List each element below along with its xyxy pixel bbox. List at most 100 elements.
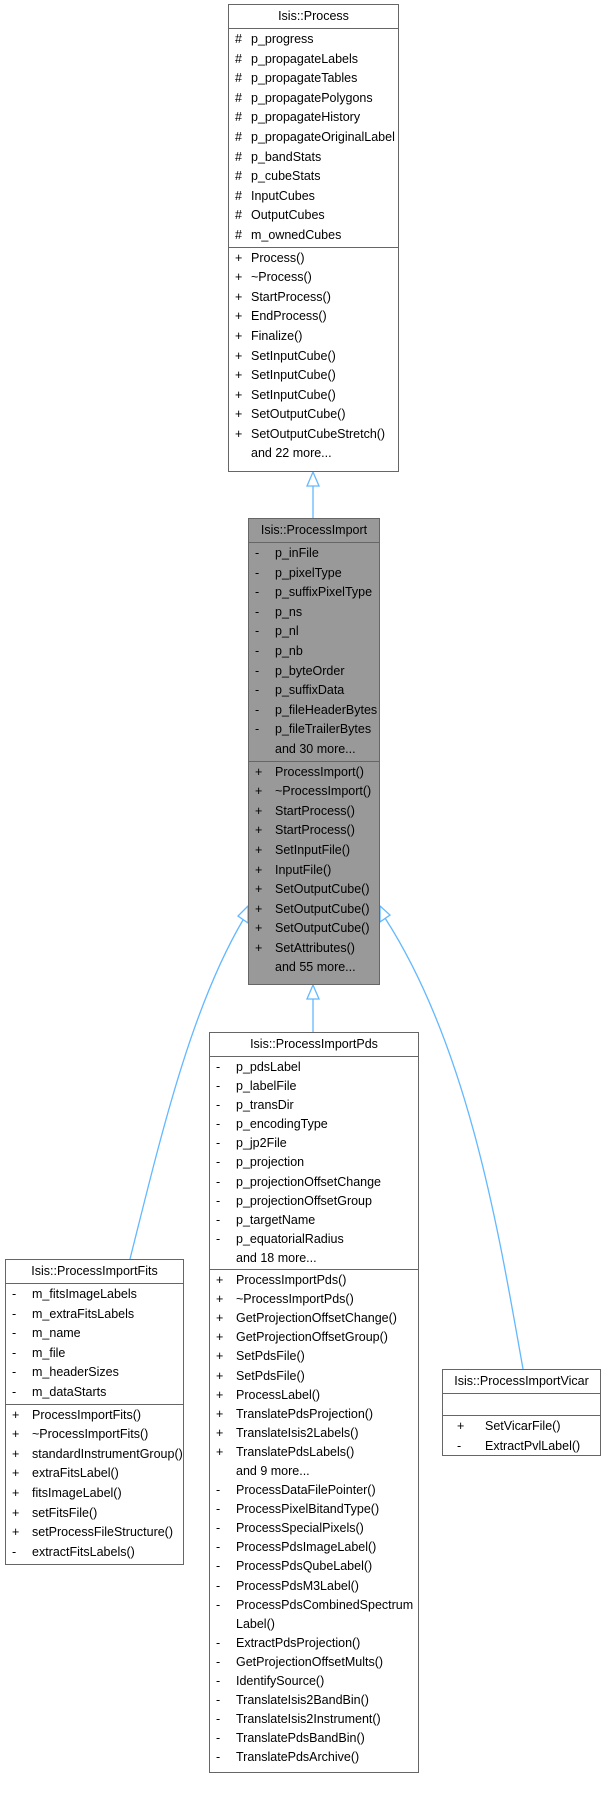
method-item[interactable]: +TranslatePdsProjection()	[210, 1405, 418, 1424]
method-item[interactable]: +~Process()	[229, 268, 398, 288]
attribute-item[interactable]: -p_labelFile	[210, 1077, 418, 1096]
attribute-item[interactable]: and 18 more...	[210, 1249, 418, 1268]
method-item[interactable]: +~ProcessImportPds()	[210, 1290, 418, 1309]
class-title[interactable]: Isis::Process	[229, 5, 398, 29]
method-item[interactable]: +fitsImageLabel()	[6, 1484, 183, 1504]
attribute-item[interactable]: -p_transDir	[210, 1096, 418, 1115]
class-box-import[interactable]: Isis::ProcessImport-p_inFile-p_pixelType…	[248, 518, 380, 985]
method-item[interactable]: +ProcessImportPds()	[210, 1271, 418, 1290]
method-item[interactable]: -ProcessPdsM3Label()	[210, 1577, 418, 1596]
method-item[interactable]: +~ProcessImport()	[249, 782, 379, 802]
attribute-item[interactable]: -p_suffixData	[249, 681, 379, 701]
attribute-item[interactable]: -p_targetName	[210, 1211, 418, 1230]
method-item[interactable]: +Finalize()	[229, 327, 398, 347]
method-item[interactable]: -ProcessPixelBitandType()	[210, 1500, 418, 1519]
class-box-pds[interactable]: Isis::ProcessImportPds-p_pdsLabel-p_labe…	[209, 1032, 419, 1773]
class-box-process[interactable]: Isis::Process#p_progress#p_propagateLabe…	[228, 4, 399, 472]
method-item[interactable]: +extraFitsLabel()	[6, 1464, 183, 1484]
method-item[interactable]: +SetPdsFile()	[210, 1347, 418, 1366]
method-item[interactable]: +TranslatePdsLabels()	[210, 1443, 418, 1462]
method-item[interactable]: -ProcessDataFilePointer()	[210, 1481, 418, 1500]
method-item[interactable]: +SetOutputCube()	[229, 405, 398, 425]
method-item[interactable]: +SetOutputCubeStretch()	[229, 425, 398, 445]
method-item[interactable]: -TranslatePdsArchive()	[210, 1748, 418, 1767]
method-item[interactable]: -ProcessPdsCombinedSpectrum Label()	[210, 1596, 418, 1634]
attribute-item[interactable]: -m_headerSizes	[6, 1363, 183, 1383]
attribute-item[interactable]: -p_projectionOffsetGroup	[210, 1192, 418, 1211]
method-item[interactable]: +StartProcess()	[229, 288, 398, 308]
attribute-item[interactable]: #p_cubeStats	[229, 167, 398, 187]
attribute-item[interactable]: -p_jp2File	[210, 1134, 418, 1153]
method-item[interactable]: +SetPdsFile()	[210, 1367, 418, 1386]
method-item[interactable]: -ExtractPvlLabel()	[443, 1437, 600, 1457]
attribute-item[interactable]: -m_file	[6, 1344, 183, 1364]
attribute-item[interactable]: #p_propagatePolygons	[229, 89, 398, 109]
method-item[interactable]: -IdentifySource()	[210, 1672, 418, 1691]
method-item[interactable]: -TranslateIsis2Instrument()	[210, 1710, 418, 1729]
attribute-item[interactable]: -p_nl	[249, 622, 379, 642]
method-item[interactable]: +SetOutputCube()	[249, 900, 379, 920]
method-item[interactable]: -TranslatePdsBandBin()	[210, 1729, 418, 1748]
attribute-item[interactable]: #p_progress	[229, 30, 398, 50]
method-item[interactable]: +TranslateIsis2Labels()	[210, 1424, 418, 1443]
method-item[interactable]: +~ProcessImportFits()	[6, 1425, 183, 1445]
class-title[interactable]: Isis::ProcessImportVicar	[443, 1370, 600, 1394]
attribute-item[interactable]: -p_byteOrder	[249, 662, 379, 682]
attribute-item[interactable]: -p_ns	[249, 603, 379, 623]
attribute-item[interactable]: #p_propagateHistory	[229, 108, 398, 128]
method-item[interactable]: and 55 more...	[249, 958, 379, 978]
attribute-item[interactable]: -p_encodingType	[210, 1115, 418, 1134]
method-item[interactable]: +StartProcess()	[249, 821, 379, 841]
method-item[interactable]: +setProcessFileStructure()	[6, 1523, 183, 1543]
attribute-item[interactable]: -m_dataStarts	[6, 1383, 183, 1403]
method-item[interactable]: +SetOutputCube()	[249, 919, 379, 939]
attribute-item[interactable]: -p_nb	[249, 642, 379, 662]
method-item[interactable]: -ProcessPdsImageLabel()	[210, 1538, 418, 1557]
method-item[interactable]: +SetInputCube()	[229, 366, 398, 386]
attribute-item[interactable]: #OutputCubes	[229, 206, 398, 226]
attribute-item[interactable]: #p_propagateOriginalLabel	[229, 128, 398, 148]
attribute-item[interactable]: -m_extraFitsLabels	[6, 1305, 183, 1325]
attribute-item[interactable]: -p_fileTrailerBytes	[249, 720, 379, 740]
attribute-item[interactable]: #p_propagateLabels	[229, 50, 398, 70]
attribute-item[interactable]: -p_projection	[210, 1153, 418, 1172]
attribute-item[interactable]: #InputCubes	[229, 187, 398, 207]
attribute-item[interactable]: #p_propagateTables	[229, 69, 398, 89]
method-item[interactable]: +InputFile()	[249, 861, 379, 881]
class-title[interactable]: Isis::ProcessImport	[249, 519, 379, 543]
attribute-item[interactable]: -p_projectionOffsetChange	[210, 1173, 418, 1192]
attribute-item[interactable]: -p_equatorialRadius	[210, 1230, 418, 1249]
method-item[interactable]: +ProcessLabel()	[210, 1386, 418, 1405]
class-title[interactable]: Isis::ProcessImportFits	[6, 1260, 183, 1284]
method-item[interactable]: -extractFitsLabels()	[6, 1543, 183, 1563]
method-item[interactable]: +ProcessImport()	[249, 763, 379, 783]
method-item[interactable]: and 9 more...	[210, 1462, 418, 1481]
method-item[interactable]: +GetProjectionOffsetChange()	[210, 1309, 418, 1328]
method-item[interactable]: -ProcessSpecialPixels()	[210, 1519, 418, 1538]
attribute-item[interactable]: #p_bandStats	[229, 148, 398, 168]
method-item[interactable]: +GetProjectionOffsetGroup()	[210, 1328, 418, 1347]
method-item[interactable]: -ProcessPdsQubeLabel()	[210, 1557, 418, 1576]
attribute-item[interactable]: -p_pdsLabel	[210, 1058, 418, 1077]
attribute-item[interactable]: -p_inFile	[249, 544, 379, 564]
method-item[interactable]: +ProcessImportFits()	[6, 1406, 183, 1426]
attribute-item[interactable]: #m_ownedCubes	[229, 226, 398, 246]
method-item[interactable]: +SetAttributes()	[249, 939, 379, 959]
attribute-item[interactable]: and 30 more...	[249, 740, 379, 760]
attribute-item[interactable]: -m_fitsImageLabels	[6, 1285, 183, 1305]
method-item[interactable]: -TranslateIsis2BandBin()	[210, 1691, 418, 1710]
attribute-item[interactable]: -m_name	[6, 1324, 183, 1344]
attribute-item[interactable]: -p_suffixPixelType	[249, 583, 379, 603]
class-box-vicar[interactable]: Isis::ProcessImportVicar+SetVicarFile()-…	[442, 1369, 601, 1456]
attribute-item[interactable]: -p_fileHeaderBytes	[249, 701, 379, 721]
method-item[interactable]: -ExtractPdsProjection()	[210, 1634, 418, 1653]
method-item[interactable]: +SetVicarFile()	[443, 1417, 600, 1437]
attribute-item[interactable]: -p_pixelType	[249, 564, 379, 584]
method-item[interactable]: +SetInputFile()	[249, 841, 379, 861]
method-item[interactable]: +standardInstrumentGroup()	[6, 1445, 183, 1465]
class-box-fits[interactable]: Isis::ProcessImportFits-m_fitsImageLabel…	[5, 1259, 184, 1565]
class-title[interactable]: Isis::ProcessImportPds	[210, 1033, 418, 1057]
method-item[interactable]: +SetOutputCube()	[249, 880, 379, 900]
method-item[interactable]: +SetInputCube()	[229, 347, 398, 367]
method-item[interactable]: +EndProcess()	[229, 307, 398, 327]
